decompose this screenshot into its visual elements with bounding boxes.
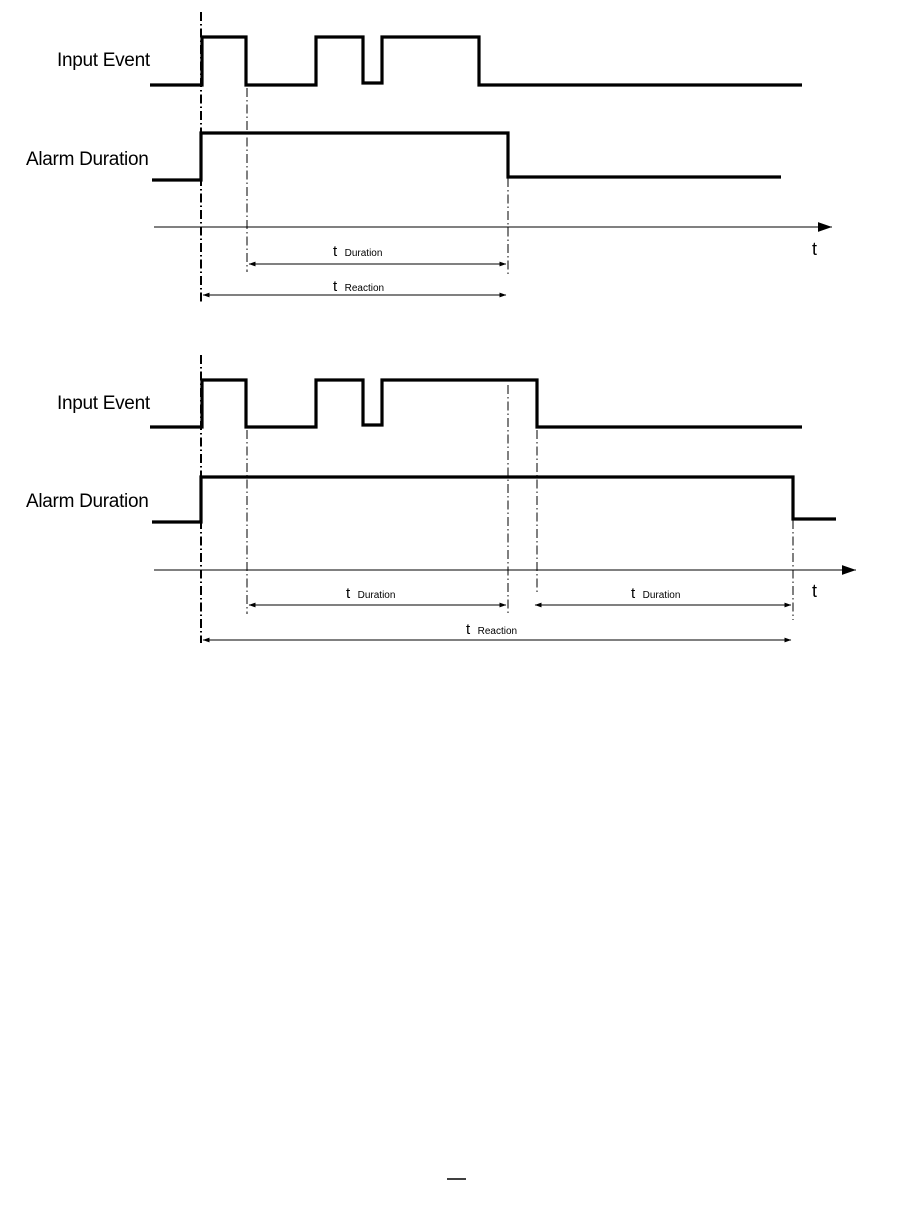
- reaction-label: t Reaction: [466, 621, 517, 638]
- alarm-duration-waveform: [152, 131, 781, 182]
- duration-label: t Duration: [346, 585, 395, 602]
- diagram-1: Input Event Alarm Duration t t Duration …: [26, 12, 832, 302]
- input-event-label: Input Event: [57, 50, 151, 71]
- alarm-duration-label: Alarm Duration: [26, 149, 149, 170]
- duration-label: t Duration: [333, 243, 382, 260]
- alarm-duration-label: Alarm Duration: [26, 491, 149, 512]
- diagram-2: Input Event Alarm Duration t t Duration …: [26, 355, 856, 643]
- reaction-label: t Reaction: [333, 278, 384, 295]
- time-axis-label: t: [812, 581, 817, 601]
- alarm-duration-waveform: [152, 475, 836, 524]
- input-event-waveform: [150, 378, 802, 429]
- duration-label: t Duration: [631, 585, 680, 602]
- time-axis-label: t: [812, 239, 817, 259]
- input-event-waveform: [150, 35, 802, 87]
- input-event-label: Input Event: [57, 393, 151, 414]
